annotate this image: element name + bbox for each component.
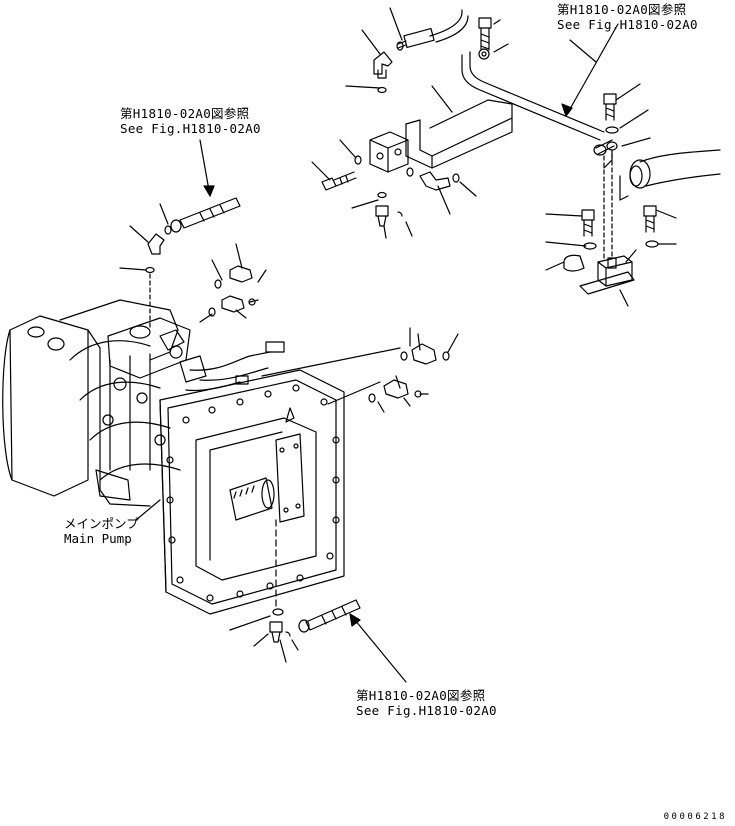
leader-lines-bottom [230,616,298,662]
bolt-right-upper [604,94,618,133]
mounting-bracket [406,100,512,168]
hex-bolt-left [322,172,356,190]
bolt-right-left [582,210,596,249]
elbow-fitting-top [374,52,392,93]
leader-line-main-pump [136,500,160,520]
main-pump-label: メインポンプ Main Pump [64,516,139,546]
leader-lines-right [546,40,676,306]
reference-arrow-upper-left [200,140,214,196]
reference-label-top-right: 第H1810-02A0図参照 See Fig.H1810-02A0 [557,2,698,32]
straight-fitting [376,193,402,227]
reference-label-upper-left: 第H1810-02A0図参照 See Fig.H1810-02A0 [120,106,261,136]
valve-block [355,132,408,172]
reference-label-bottom-jp: 第H1810-02A0図参照 [356,688,486,703]
leader-lines-top [312,8,508,238]
main-pump-label-jp: メインポンプ [64,516,139,531]
clamp-bracket [564,255,634,294]
small-fittings-upper-left [209,266,255,316]
leader-lines-upper-left [120,204,266,330]
reference-arrow-bottom [350,614,406,682]
top-hose-assembly [397,10,604,140]
reference-label-upper-left-en: See Fig.H1810-02A0 [120,121,261,136]
pump-side-fittings [262,344,449,404]
top-bolt [479,18,491,50]
main-pump-body [3,300,284,506]
elbow-fitting-upper-left [146,234,164,273]
reference-label-upper-left-jp: 第H1810-02A0図参照 [120,106,250,121]
bolt-right-right [644,206,658,247]
elbow-fitting-right [407,168,459,190]
reference-label-bottom: 第H1810-02A0図参照 See Fig.H1810-02A0 [356,688,497,718]
reference-label-top-right-jp: 第H1810-02A0図参照 [557,2,687,17]
main-pump-flange [160,370,344,614]
main-pump-label-en: Main Pump [64,531,132,546]
pressure-hose-upper-left [165,198,240,234]
cylinder-clamp-assembly [594,140,720,258]
reference-label-top-right-en: See Fig.H1810-02A0 [557,17,698,32]
reference-label-bottom-en: See Fig.H1810-02A0 [356,703,497,718]
reference-arrow-top-right [562,24,618,116]
bottom-fittings [270,520,360,642]
leader-lines-pump-side [378,328,458,412]
document-number: 00006218 [663,812,727,822]
